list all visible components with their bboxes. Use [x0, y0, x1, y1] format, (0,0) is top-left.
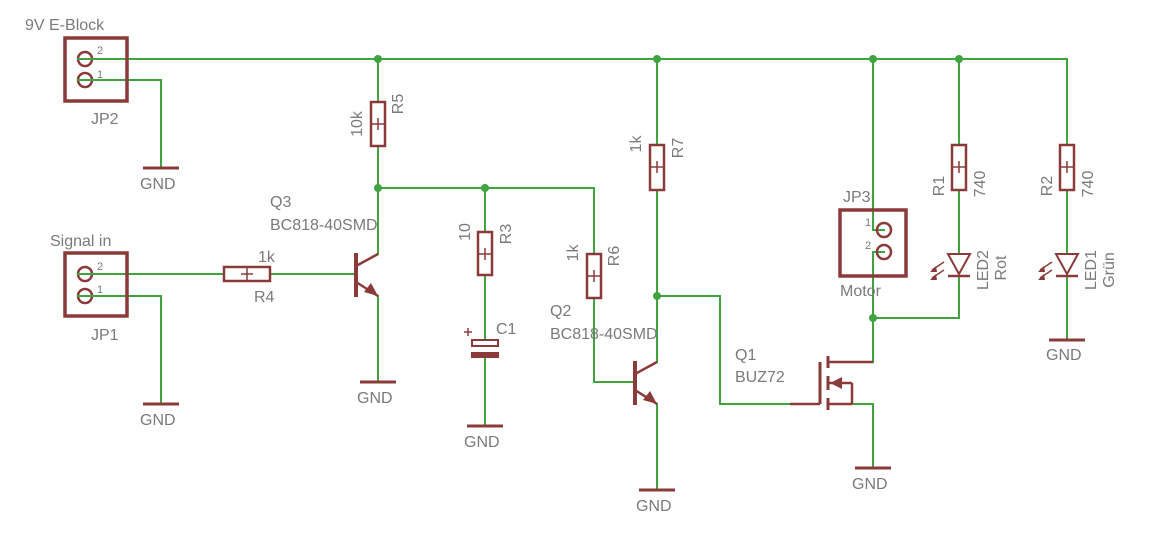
- gnd-label: GND: [1046, 347, 1082, 364]
- resistor-r1: R1 740: [931, 143, 989, 198]
- wire-r6-q2b: [593, 297, 635, 383]
- resistor-r5: 10k R5: [349, 94, 407, 148]
- led1-value: Grün: [1101, 252, 1118, 288]
- junction-dot: [653, 55, 661, 63]
- r7-name: R7: [670, 138, 687, 159]
- r2-value: 740: [1080, 171, 1097, 198]
- resistor-r2: R2 740: [1039, 143, 1097, 198]
- wire-q2-q1gate: [656, 295, 791, 405]
- jp1-pin2-label: 2: [97, 261, 103, 273]
- connector-jp2: 2 1 9V E-Block JP2: [25, 17, 129, 128]
- jp2-name: JP2: [91, 111, 119, 128]
- led1-name: LED1: [1083, 250, 1100, 290]
- q2-name: Q2: [550, 303, 571, 320]
- led-led1: LED1 Grün: [1038, 250, 1118, 290]
- gnd-label: GND: [852, 476, 888, 493]
- wire-jp3-node: [872, 251, 885, 319]
- gnd-label: GND: [357, 390, 393, 407]
- r4-value: 1k: [258, 249, 276, 266]
- q3-value: BC818-40SMD: [270, 217, 378, 234]
- r5-name: R5: [390, 94, 407, 115]
- resistor-r3: 10 R3: [457, 223, 515, 277]
- r5-value: 10k: [349, 110, 366, 137]
- r7-value: 1k: [628, 135, 645, 153]
- transistor-q2: Q2 BC818-40SMD: [550, 303, 658, 406]
- junction-dot: [374, 184, 382, 192]
- wire-rail-jp3: [872, 58, 885, 231]
- gnd-led1: GND: [1046, 338, 1085, 364]
- r3-value: 10: [457, 223, 474, 241]
- junction-dot: [955, 55, 963, 63]
- r1-name: R1: [931, 176, 948, 197]
- wire-q1-source-gnd: [851, 403, 874, 469]
- r6-value: 1k: [565, 244, 582, 262]
- junctions: [374, 55, 963, 322]
- q1-name: Q1: [735, 347, 756, 364]
- jp3-pin2-label: 2: [865, 240, 871, 252]
- q3-name: Q3: [270, 194, 291, 211]
- connector-jp1: 2 1 Signal in JP1: [50, 233, 129, 344]
- wires: [97, 58, 1068, 491]
- junction-dot: [869, 314, 877, 322]
- q1-value: BUZ72: [735, 369, 785, 386]
- r2-name: R2: [1039, 176, 1056, 197]
- gnd-c1: GND: [464, 424, 503, 451]
- transistor-q3: Q3 BC818-40SMD: [270, 194, 379, 298]
- gnd-label: GND: [140, 412, 176, 429]
- connector-jp3: 1 2 JP3 Motor: [838, 189, 908, 300]
- jp2-pin2-label: 2: [97, 45, 103, 57]
- jp3-title: Motor: [840, 283, 882, 300]
- capacitor-c1: C1: [464, 321, 517, 358]
- r6-name: R6: [606, 246, 623, 267]
- r4-name: R4: [254, 289, 275, 306]
- resistor-r6: 1k R6: [565, 244, 623, 300]
- resistor-r4: 1k R4: [222, 249, 276, 306]
- jp3-pin1-label: 1: [865, 217, 871, 229]
- junction-dot: [481, 184, 489, 192]
- ground-symbols: GND GND GND GND GND GND GND: [140, 166, 1085, 515]
- gnd-jp2: GND: [140, 166, 179, 193]
- jp2-title: 9V E-Block: [25, 17, 105, 34]
- jp1-title: Signal in: [50, 233, 111, 250]
- mosfet-q1: Q1 BUZ72: [735, 347, 873, 410]
- junction-dot: [869, 55, 877, 63]
- gnd-q1: GND: [852, 466, 891, 493]
- jp1-pin1-label: 1: [97, 284, 103, 296]
- jp2-pin1-label: 1: [97, 69, 103, 81]
- gnd-label: GND: [464, 434, 500, 451]
- gnd-q2: GND: [636, 488, 675, 515]
- r1-value: 740: [972, 171, 989, 198]
- r3-name: R3: [498, 224, 515, 245]
- wire-jp1-gnd: [97, 295, 162, 405]
- gnd-label: GND: [636, 498, 672, 515]
- jp1-name: JP1: [91, 327, 119, 344]
- wire-node-r6: [377, 187, 595, 255]
- gnd-jp1: GND: [140, 402, 179, 429]
- gnd-q3: GND: [357, 380, 396, 407]
- junction-dot: [374, 55, 382, 63]
- wire-node-led2: [872, 275, 960, 319]
- junction-dot: [653, 292, 661, 300]
- gnd-label: GND: [140, 176, 176, 193]
- q2-value: BC818-40SMD: [550, 326, 658, 343]
- wire-jp2-gnd: [97, 79, 162, 169]
- resistor-r7: 1k R7: [628, 135, 687, 192]
- jp3-name: JP3: [843, 189, 871, 206]
- c1-name: C1: [496, 321, 517, 338]
- led2-name: LED2: [975, 250, 992, 290]
- led2-value: Rot: [993, 255, 1010, 280]
- led-led2: LED2 Rot: [930, 250, 1010, 290]
